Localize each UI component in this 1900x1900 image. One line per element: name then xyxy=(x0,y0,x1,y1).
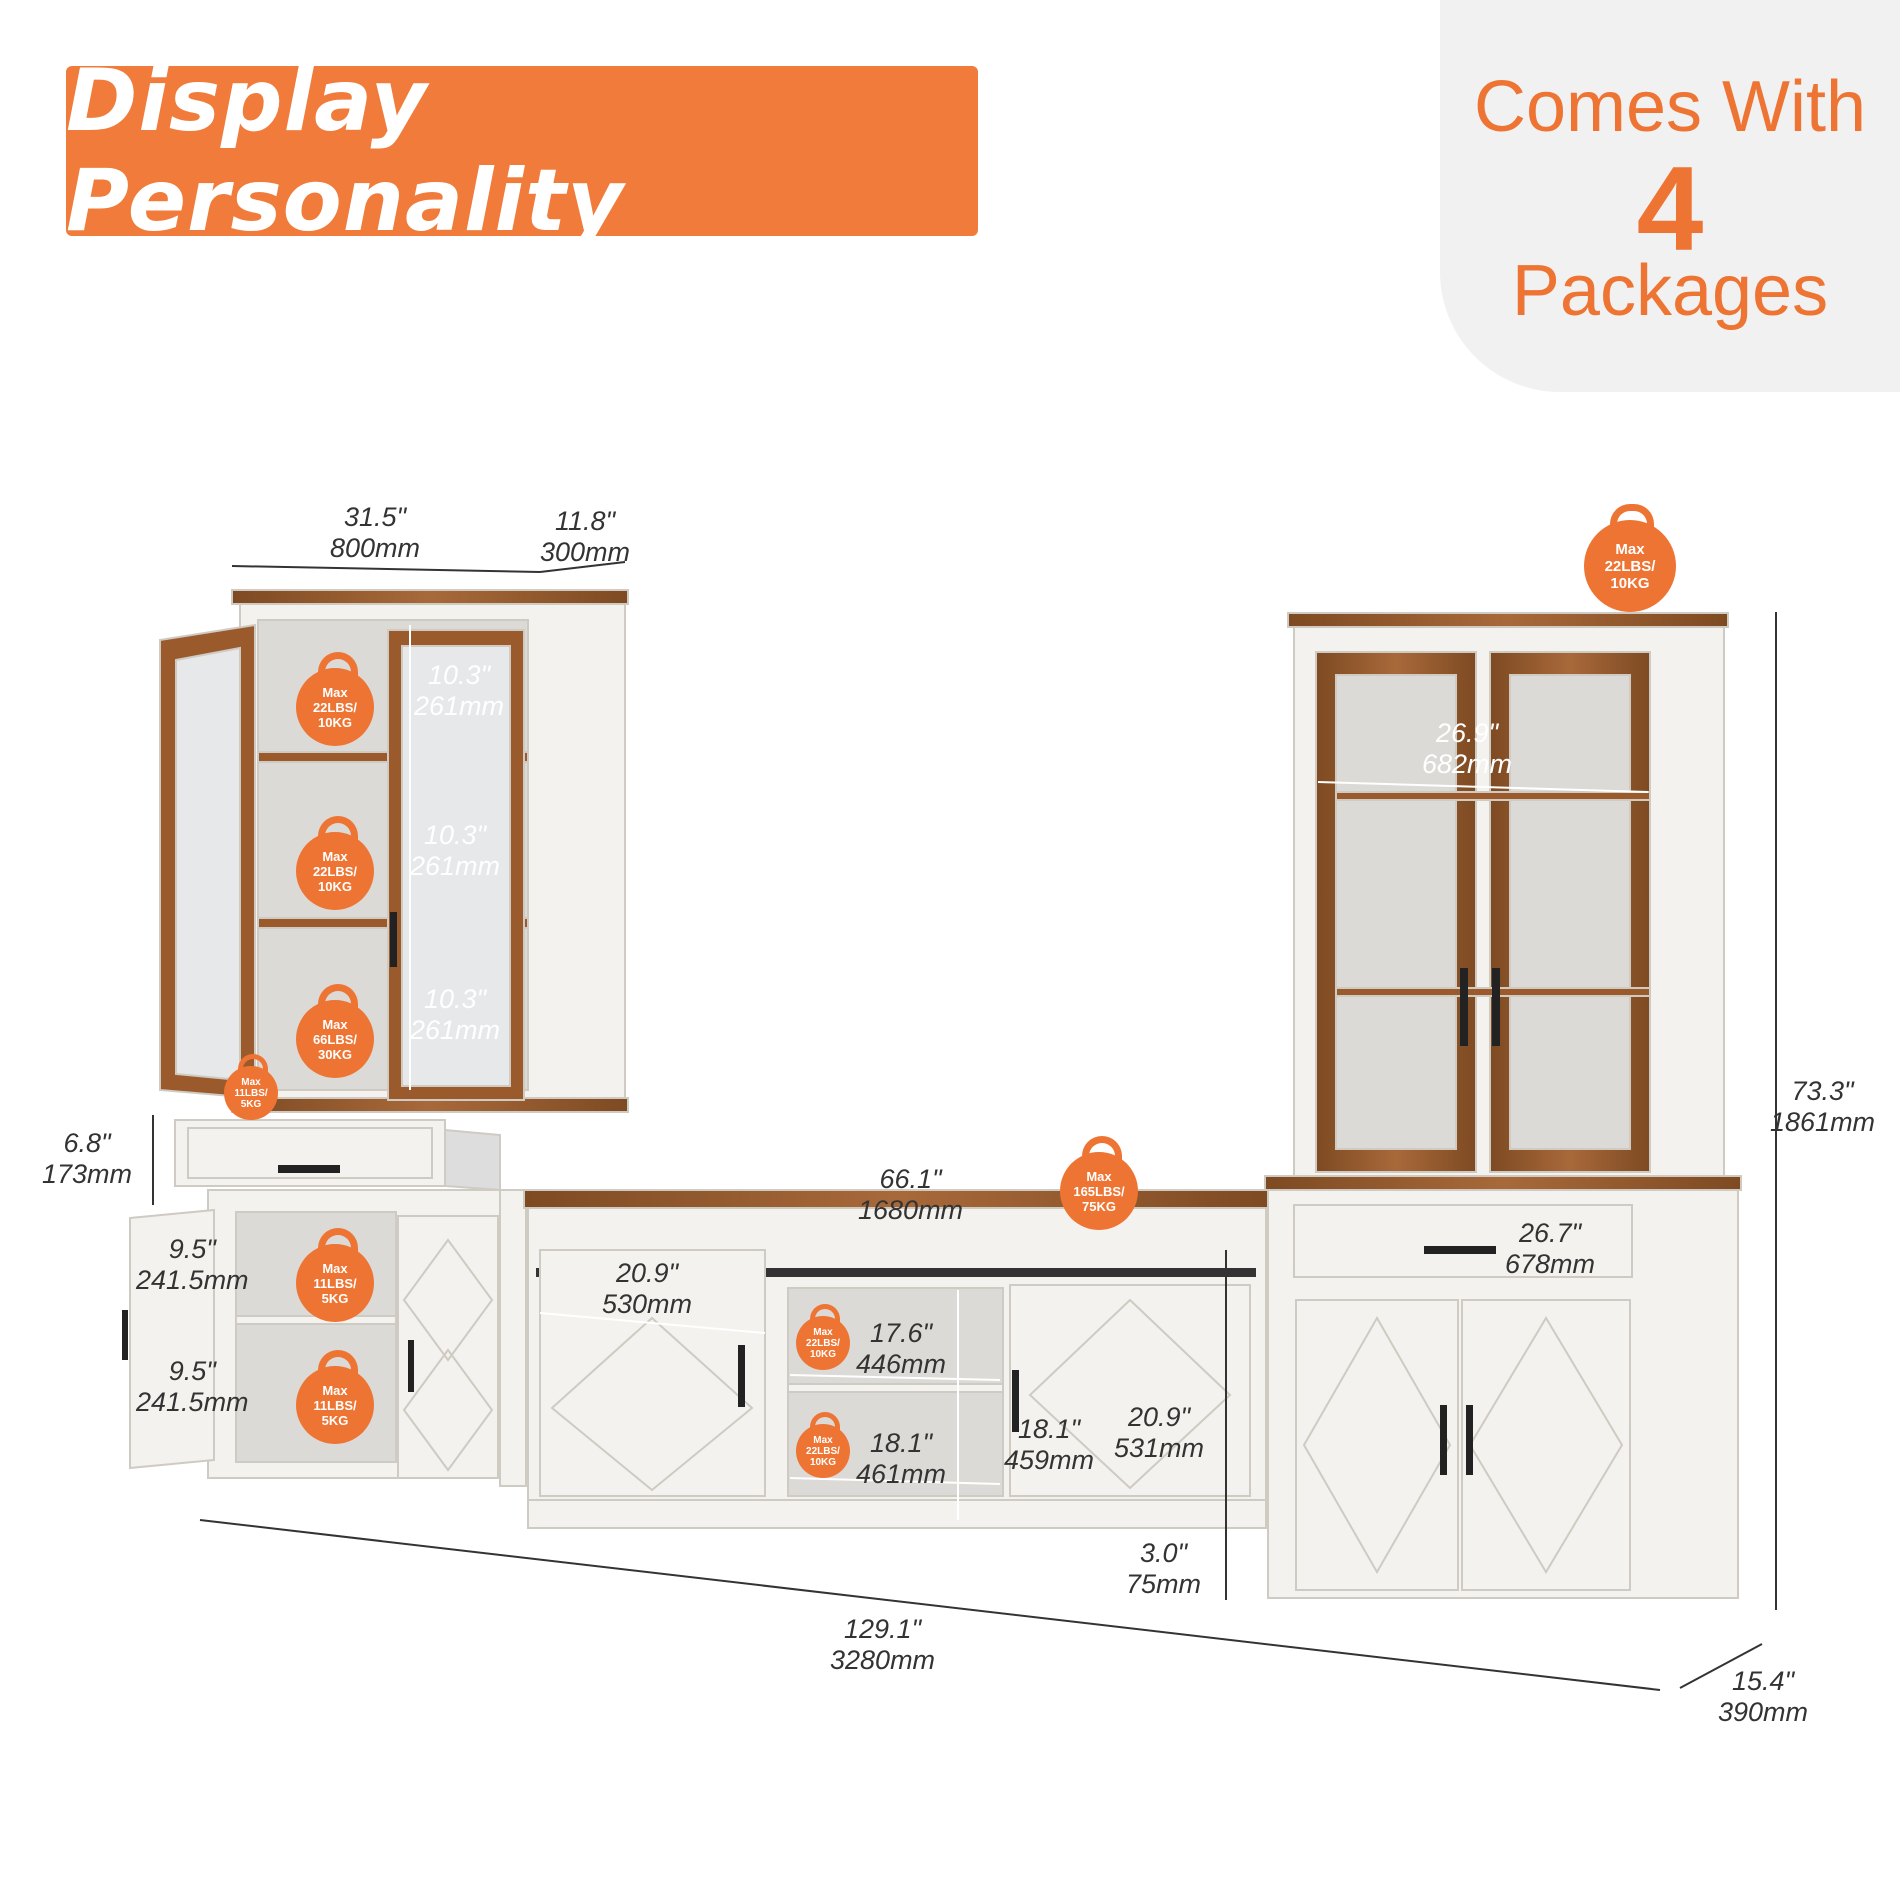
packages-panel: Comes With 4 Packages xyxy=(1440,0,1900,392)
left-lower-door xyxy=(397,1215,499,1479)
right-lower-door xyxy=(1295,1299,1459,1591)
dim-shelf1: 10.3"261mm xyxy=(414,660,505,721)
dim-line xyxy=(199,1519,1661,1691)
dim-total-width: 129.1"3280mm xyxy=(830,1614,936,1675)
dim-left-width: 31.5"800mm xyxy=(330,502,421,563)
dim-tv-inner-h: 18.1"459mm xyxy=(1004,1414,1095,1475)
left-lower-door-open xyxy=(129,1208,215,1470)
tv-barn-door xyxy=(1009,1284,1251,1497)
dim-right-drawer-w: 26.7"678mm xyxy=(1505,1218,1596,1279)
right-lower-door xyxy=(1461,1299,1631,1591)
tv-barn-door xyxy=(539,1249,766,1497)
right-hutch-ledge xyxy=(1264,1175,1742,1191)
dim-line xyxy=(231,565,541,573)
dim-left-depth: 11.8"300mm xyxy=(540,506,631,567)
dim-lower1: 9.5"241.5mm xyxy=(136,1234,249,1295)
dim-tv-shelf-h: 18.1"461mm xyxy=(856,1428,947,1489)
dim-tv-door: 20.9"530mm xyxy=(602,1258,693,1319)
dim-tv-height: 20.9"531mm xyxy=(1114,1402,1205,1463)
right-cabinet-top xyxy=(1287,612,1729,628)
dim-tv-shelf-w: 17.6"446mm xyxy=(856,1318,947,1379)
dim-right-inner-w: 26.9"682mm xyxy=(1422,718,1513,779)
dim-line xyxy=(539,561,626,573)
title-banner: Display Personality xyxy=(66,51,978,251)
page-title: Display Personality xyxy=(66,51,625,251)
dim-tv-leg: 3.0"75mm xyxy=(1126,1538,1202,1599)
right-drawer xyxy=(1293,1204,1633,1278)
dim-line xyxy=(1679,1643,1763,1689)
dim-shelf2: 10.3"261mm xyxy=(410,820,501,881)
left-drawer xyxy=(174,1119,446,1187)
dim-left-drawer: 6.8"173mm xyxy=(42,1128,133,1189)
dim-shelf3: 10.3"261mm xyxy=(410,984,501,1045)
dim-total-height: 73.3"1861mm xyxy=(1770,1076,1876,1137)
packages-count: 4 xyxy=(1636,142,1704,276)
packages-line3: Packages xyxy=(1511,251,1829,331)
left-cabinet-top xyxy=(231,589,629,605)
packages-line1: Comes With xyxy=(1473,67,1867,147)
dim-tv-width: 66.1"1680mm xyxy=(858,1164,964,1225)
dim-lower2: 9.5"241.5mm xyxy=(136,1356,249,1417)
dim-total-depth: 15.4"390mm xyxy=(1718,1666,1809,1727)
